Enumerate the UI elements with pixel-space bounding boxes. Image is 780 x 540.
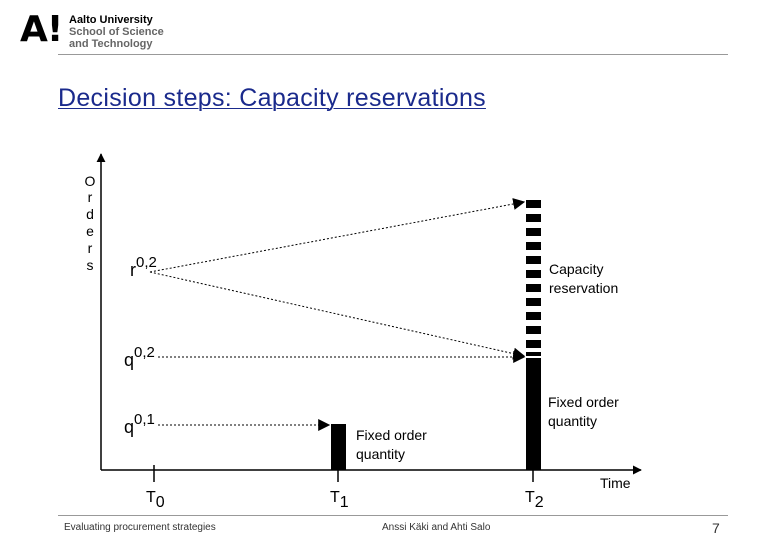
var-main: q	[124, 350, 134, 370]
label-r02: r0,2	[130, 254, 157, 280]
var-sup: 0,1	[134, 411, 155, 428]
reservation-dash	[526, 214, 541, 222]
tick-label-t1: T1	[330, 489, 349, 511]
footer-authors: Anssi Käki and Ahti Salo	[382, 522, 491, 533]
fixed-order-t1-label: Fixed order quantity	[356, 427, 431, 462]
var-sup: 0,2	[136, 254, 157, 271]
annotation-line: quantity	[548, 413, 597, 429]
y-axis-label: O r d e r s	[85, 173, 96, 273]
arrow-r02-to-reservation-bottom	[149, 271, 526, 360]
reservation-dash	[526, 326, 541, 334]
tick-main: T	[525, 489, 535, 506]
x-axis-label: Time	[600, 475, 631, 491]
y-axis-letter: r	[88, 189, 93, 205]
fixed-order-bar-t1	[331, 424, 346, 470]
annotation-line: Capacity	[549, 261, 603, 277]
reservation-dash	[526, 200, 541, 208]
tick-sub: 1	[340, 494, 349, 511]
reservation-dash	[526, 242, 541, 250]
logo-line-3: and Technology	[69, 38, 153, 50]
annotation-line: Fixed order	[356, 427, 427, 443]
capacity-reservation-label: Capacity reservation	[549, 261, 618, 296]
reservation-dash	[526, 340, 541, 348]
capacity-reservation-block	[526, 200, 541, 356]
label-q02: q0,2	[124, 344, 155, 370]
y-axis-letter: d	[86, 206, 94, 222]
y-axis-letter: r	[88, 240, 93, 256]
annotation-line: reservation	[549, 280, 618, 296]
tick-main: T	[330, 489, 340, 506]
var-sup: 0,2	[134, 344, 155, 361]
header-divider	[58, 54, 728, 55]
annotation-line: Fixed order	[548, 394, 619, 410]
logo-text: Aalto University School of Science and T…	[69, 14, 164, 50]
aalto-logo: A! Aalto University School of Science an…	[20, 12, 170, 52]
reservation-dash	[526, 228, 541, 236]
slide-title: Decision steps: Capacity reservations	[58, 84, 486, 112]
tick-sub: 2	[535, 494, 544, 511]
reservation-dash	[526, 270, 541, 278]
reservation-dash	[526, 298, 541, 306]
fixed-order-bar-t2	[526, 358, 541, 470]
y-axis-letter: s	[87, 257, 94, 273]
reservation-dash	[526, 352, 541, 356]
var-main: q	[124, 417, 134, 437]
reservation-dash	[526, 312, 541, 320]
footer-presentation-title: Evaluating procurement strategies	[64, 522, 216, 533]
fixed-order-t2-label: Fixed order quantity	[548, 394, 623, 429]
tick-label-t0: T0	[146, 489, 165, 511]
page-number: 7	[712, 520, 720, 536]
logo-line-1: Aalto University	[69, 14, 153, 26]
y-axis-letter: O	[85, 173, 96, 189]
y-axis-letter: e	[86, 223, 94, 239]
reservation-dash	[526, 256, 541, 264]
tick-sub: 0	[156, 494, 165, 511]
logo-line-2: School of Science	[69, 26, 164, 38]
label-q01: q0,1	[124, 411, 155, 437]
logo-mark: A!	[20, 9, 63, 50]
var-main: r	[130, 260, 136, 280]
reservation-dash	[526, 284, 541, 292]
tick-main: T	[146, 489, 156, 506]
footer-divider	[58, 515, 728, 516]
tick-label-t2: T2	[525, 489, 544, 511]
arrow-r02-to-reservation-top	[149, 198, 526, 273]
annotation-line: quantity	[356, 446, 405, 462]
